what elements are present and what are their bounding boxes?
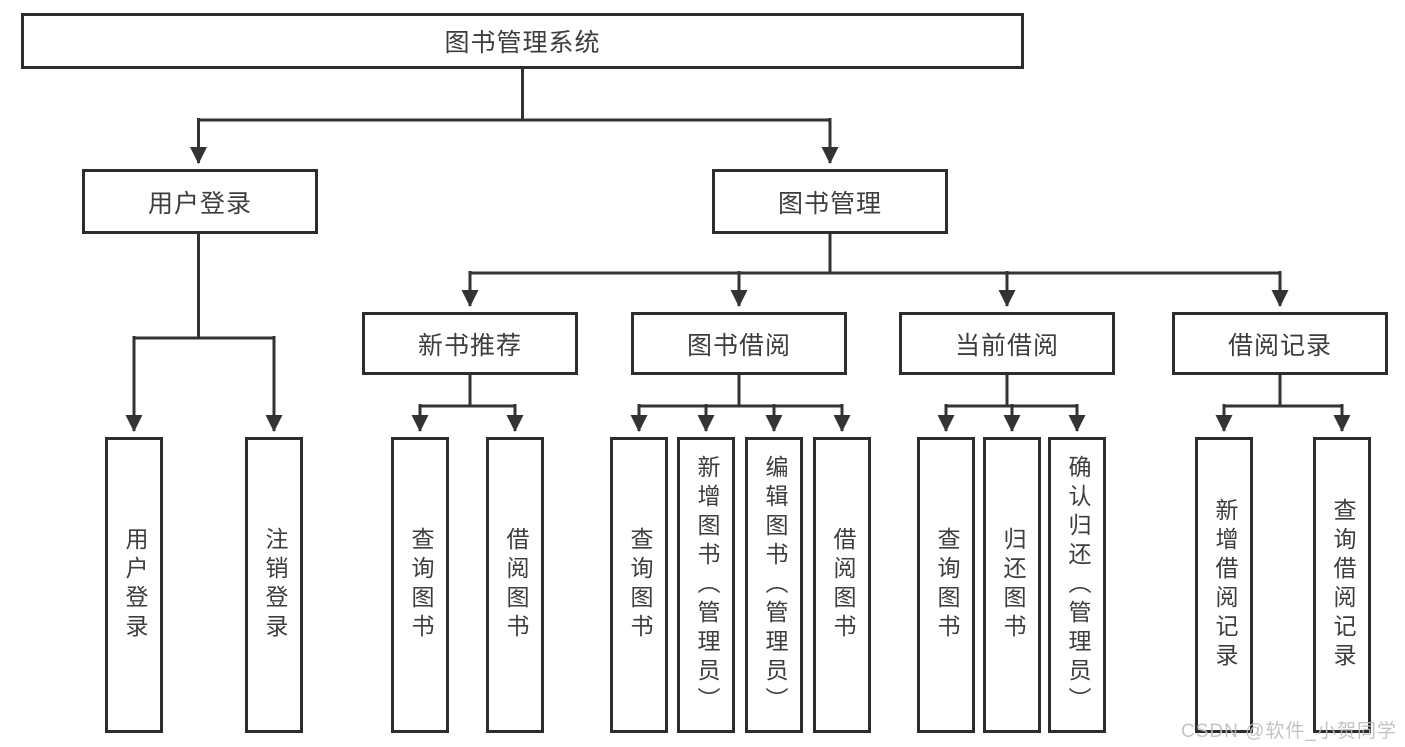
leaf-borrow-books-label: 借阅图书 <box>829 527 856 643</box>
leaf-user-login: 用户登录 <box>105 437 163 733</box>
node-borrow-records-label: 借阅记录 <box>1227 331 1332 360</box>
node-new-book-recommend-label: 新书推荐 <box>417 331 522 360</box>
leaf-borrow-books: 借阅图书 <box>813 437 871 733</box>
leaf-return-books-label: 归还图书 <box>999 527 1026 643</box>
leaf-edit-books-admin-label: 编辑图书（管理员） <box>761 454 788 716</box>
node-root: 图书管理系统 <box>21 13 1024 69</box>
leaf-confirm-return-admin: 确认归还（管理员） <box>1048 437 1106 733</box>
node-current-borrow-label: 当前借阅 <box>954 331 1059 360</box>
leaf-user-login-label: 用户登录 <box>121 527 148 643</box>
leaf-edit-books-admin: 编辑图书（管理员） <box>745 437 803 733</box>
leaf-query-borrow-record-label: 查询借阅记录 <box>1329 498 1356 672</box>
node-book-borrow-label: 图书借阅 <box>686 331 791 360</box>
leaf-borrow-books-recommend: 借阅图书 <box>486 437 544 733</box>
leaf-query-books-borrow: 查询图书 <box>610 437 668 733</box>
leaf-logout: 注销登录 <box>245 437 303 733</box>
node-current-borrow: 当前借阅 <box>899 312 1115 375</box>
node-book-management: 图书管理 <box>712 169 948 234</box>
leaf-logout-label: 注销登录 <box>261 527 288 643</box>
leaf-query-books-borrow-label: 查询图书 <box>626 527 653 643</box>
leaf-add-books-admin-label: 新增图书（管理员） <box>693 454 720 716</box>
leaf-query-books-recommend: 查询图书 <box>391 437 449 733</box>
node-book-borrow: 图书借阅 <box>631 312 847 375</box>
node-user-login-label: 用户登录 <box>147 189 252 218</box>
node-user-login: 用户登录 <box>82 169 318 234</box>
node-borrow-records: 借阅记录 <box>1172 312 1388 375</box>
leaf-return-books: 归还图书 <box>983 437 1041 733</box>
leaf-query-books-current: 查询图书 <box>917 437 975 733</box>
leaf-confirm-return-admin-label: 确认归还（管理员） <box>1064 454 1091 716</box>
leaf-borrow-books-recommend-label: 借阅图书 <box>502 527 529 643</box>
watermark: CSDN @软件_小贺同学 <box>1181 721 1397 742</box>
node-root-label: 图书管理系统 <box>444 29 601 57</box>
leaf-add-books-admin: 新增图书（管理员） <box>677 437 735 733</box>
node-book-management-label: 图书管理 <box>777 189 882 218</box>
leaf-add-borrow-record-label: 新增借阅记录 <box>1211 498 1238 672</box>
leaf-query-books-current-label: 查询图书 <box>933 527 960 643</box>
leaf-add-borrow-record: 新增借阅记录 <box>1195 437 1253 733</box>
node-new-book-recommend: 新书推荐 <box>362 312 578 375</box>
leaf-query-borrow-record: 查询借阅记录 <box>1313 437 1371 733</box>
leaf-query-books-recommend-label: 查询图书 <box>407 527 434 643</box>
